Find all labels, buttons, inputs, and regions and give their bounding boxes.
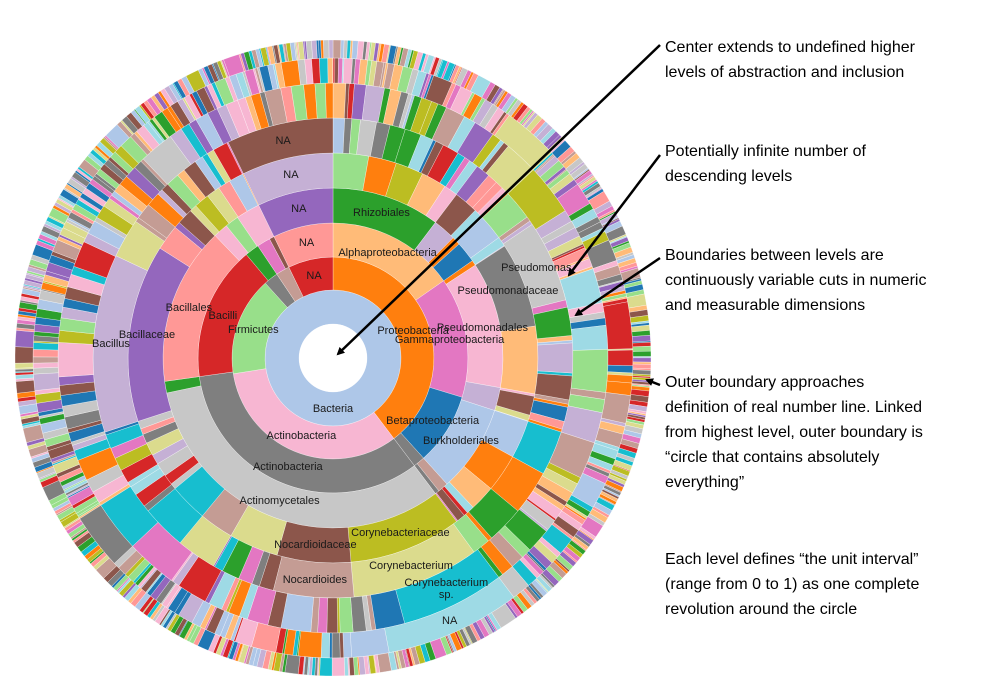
sunburst-slice[interactable]: [328, 39, 334, 59]
annotation-descending-levels: Potentially infinite number of descendin…: [665, 143, 866, 185]
arrow-outer-boundary: [645, 378, 661, 387]
annotation-outer-boundary: Outer boundary approaches definition of …: [665, 374, 923, 491]
annotation-boundaries: Boundaries between levels are continuous…: [665, 247, 927, 314]
annotation-unit-interval: Each level defines “the unit interval” (…: [665, 551, 920, 618]
annotation-center: Center extends to undefined higher level…: [665, 39, 915, 81]
arrow-boundaries: [574, 256, 661, 317]
arrow-descending-levels: [567, 154, 661, 277]
arrow-center: [336, 44, 661, 356]
